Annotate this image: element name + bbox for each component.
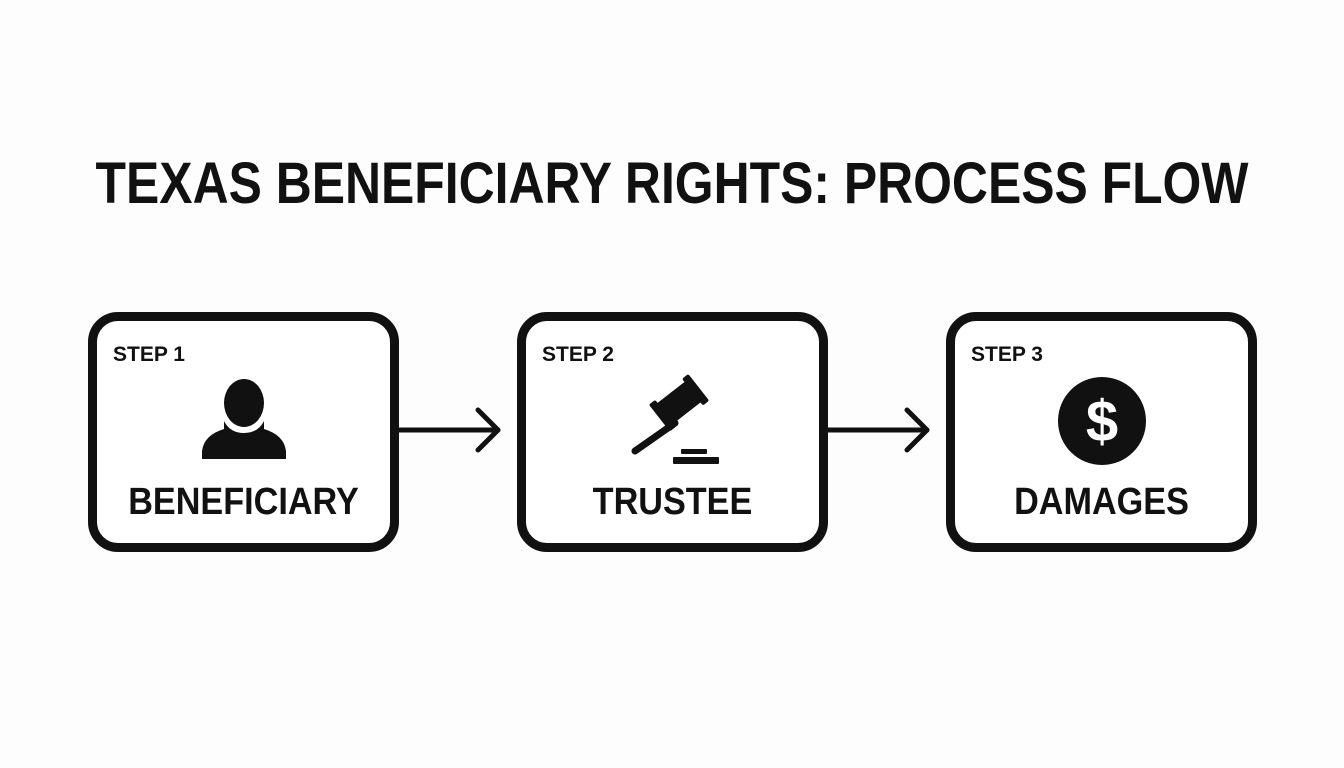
- person-icon: [194, 371, 294, 471]
- step-3-box: STEP 3 $ DAMAGES: [946, 312, 1257, 552]
- step-2-box: STEP 2 TRUSTEE: [517, 312, 828, 552]
- step-1-name: BENEFICIARY: [128, 481, 359, 523]
- arrow-right-icon: [825, 404, 935, 456]
- arrow-right-icon: [396, 404, 506, 456]
- step-2-name: TRUSTEE: [592, 481, 753, 523]
- step-3-name: DAMAGES: [1014, 481, 1189, 523]
- step-3-label: STEP 3: [971, 343, 1043, 366]
- dollar-coin-icon: $: [1052, 371, 1152, 471]
- step-2-label: STEP 2: [542, 343, 614, 366]
- step-1-box: STEP 1 BENEFICIARY: [88, 312, 399, 552]
- step-1-label: STEP 1: [113, 343, 185, 366]
- diagram-title: TEXAS BENEFICIARY RIGHTS: PROCESS FLOW: [95, 151, 1249, 216]
- svg-text:$: $: [1085, 389, 1117, 454]
- gavel-icon: [623, 371, 723, 471]
